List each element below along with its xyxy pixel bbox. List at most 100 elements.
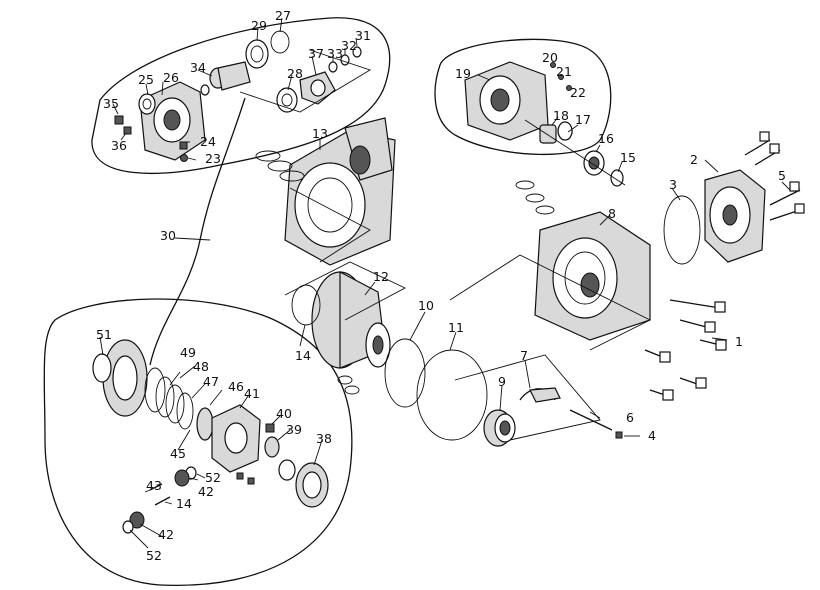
part-23-bolt — [180, 154, 188, 162]
part-14-pin — [154, 496, 171, 506]
part-25-seal — [138, 93, 156, 115]
label-49: 49 — [180, 345, 196, 360]
part-8-case — [534, 211, 651, 341]
axis-line-top — [239, 49, 372, 113]
label-15: 15 — [620, 150, 636, 165]
label-9: 9 — [498, 374, 506, 389]
label-6: 6 — [626, 410, 634, 425]
part-40-bolt — [265, 423, 275, 433]
leader-lines — [99, 17, 791, 549]
label-1: 1 — [735, 334, 743, 349]
part-36-bolt — [123, 126, 132, 135]
part-24-bolt — [179, 141, 188, 150]
label-47: 47 — [203, 374, 219, 389]
part-14-ring — [291, 284, 321, 326]
label-21: 21 — [556, 64, 572, 79]
part-33-washer — [328, 61, 338, 73]
label-38: 38 — [316, 431, 332, 446]
part-11-ring — [416, 349, 488, 441]
part-4-nut — [615, 431, 623, 439]
part-9-bearing — [483, 409, 516, 447]
part-19-housing — [464, 61, 549, 141]
small-rings-12 — [337, 375, 360, 395]
label-31: 31 — [355, 28, 371, 43]
label-40: 40 — [276, 406, 292, 421]
label-26: 26 — [163, 70, 179, 85]
part-1-bolts — [644, 299, 727, 401]
part-16-seal — [583, 150, 605, 176]
part-37-housing — [299, 71, 336, 105]
part-39-gear — [264, 436, 280, 458]
label-17: 17 — [575, 112, 591, 127]
label-3: 3 — [669, 177, 677, 192]
part-42-gear-upper — [174, 469, 190, 487]
part-35-bolt — [114, 115, 124, 125]
o-rings-13 — [255, 150, 305, 182]
label-27: 27 — [275, 8, 291, 23]
outline-top-left-group — [91, 17, 391, 174]
label-24: 24 — [200, 134, 216, 149]
label-11: 11 — [448, 320, 464, 335]
part-10-ring — [384, 338, 426, 408]
label-10: 10 — [418, 298, 434, 313]
label-13: 13 — [312, 126, 328, 141]
part-18-spring — [539, 124, 557, 144]
label-52-lower: 52 — [146, 548, 162, 563]
bracket-line-12 — [284, 261, 407, 321]
label-33: 33 — [327, 46, 343, 61]
part-shaft-38 — [278, 459, 296, 481]
part-12-differential — [311, 271, 391, 369]
label-20: 20 — [542, 50, 558, 65]
label-16: 16 — [598, 131, 614, 146]
part-6-rod — [569, 409, 613, 431]
label-8: 8 — [608, 206, 616, 221]
label-23: 23 — [205, 151, 221, 166]
part-34-pinion — [200, 61, 251, 96]
parts-20-22-small — [550, 62, 572, 91]
label-42-upper: 42 — [198, 484, 214, 499]
label-41: 41 — [244, 386, 260, 401]
label-42-lower: 42 — [158, 527, 174, 542]
part-29-seal — [245, 39, 269, 69]
bolts-41 — [236, 472, 255, 485]
outline-bottom-left-group — [43, 298, 353, 587]
connector-curve-30 — [149, 97, 246, 366]
part-27-ring — [270, 30, 290, 54]
bracket-line-13 — [289, 187, 371, 263]
part-3-oring — [663, 195, 701, 265]
label-30: 30 — [160, 228, 176, 243]
label-34: 34 — [190, 60, 206, 75]
bracket-line-9 — [454, 354, 601, 441]
part-51-seal — [92, 353, 112, 383]
parts-45-49-rings — [144, 367, 214, 441]
label-5: 5 — [778, 168, 786, 183]
label-22: 22 — [570, 85, 586, 100]
axis-line-right — [524, 119, 626, 186]
label-51: 51 — [96, 327, 112, 342]
part-13-housing — [284, 117, 396, 266]
label-25: 25 — [138, 72, 154, 87]
label-45: 45 — [170, 446, 186, 461]
label-39: 39 — [286, 422, 302, 437]
label-19: 19 — [455, 66, 471, 81]
part-43-pin — [149, 483, 163, 491]
label-14-upper: 14 — [295, 348, 311, 363]
label-29: 29 — [251, 18, 267, 33]
label-46: 46 — [228, 379, 244, 394]
label-36: 36 — [111, 138, 127, 153]
label-7: 7 — [520, 348, 528, 363]
label-48: 48 — [193, 359, 209, 374]
label-2: 2 — [690, 152, 698, 167]
label-18: 18 — [553, 108, 569, 123]
part-51-gear — [102, 339, 148, 417]
outline-top-right-group — [434, 38, 612, 156]
label-37: 37 — [308, 46, 324, 61]
part-7-clip — [519, 387, 561, 403]
label-43: 43 — [146, 478, 162, 493]
part-17-clip — [557, 121, 573, 141]
part-5-bolts — [744, 131, 805, 221]
part-2-cover — [704, 169, 766, 263]
part-28-ring — [276, 87, 298, 113]
